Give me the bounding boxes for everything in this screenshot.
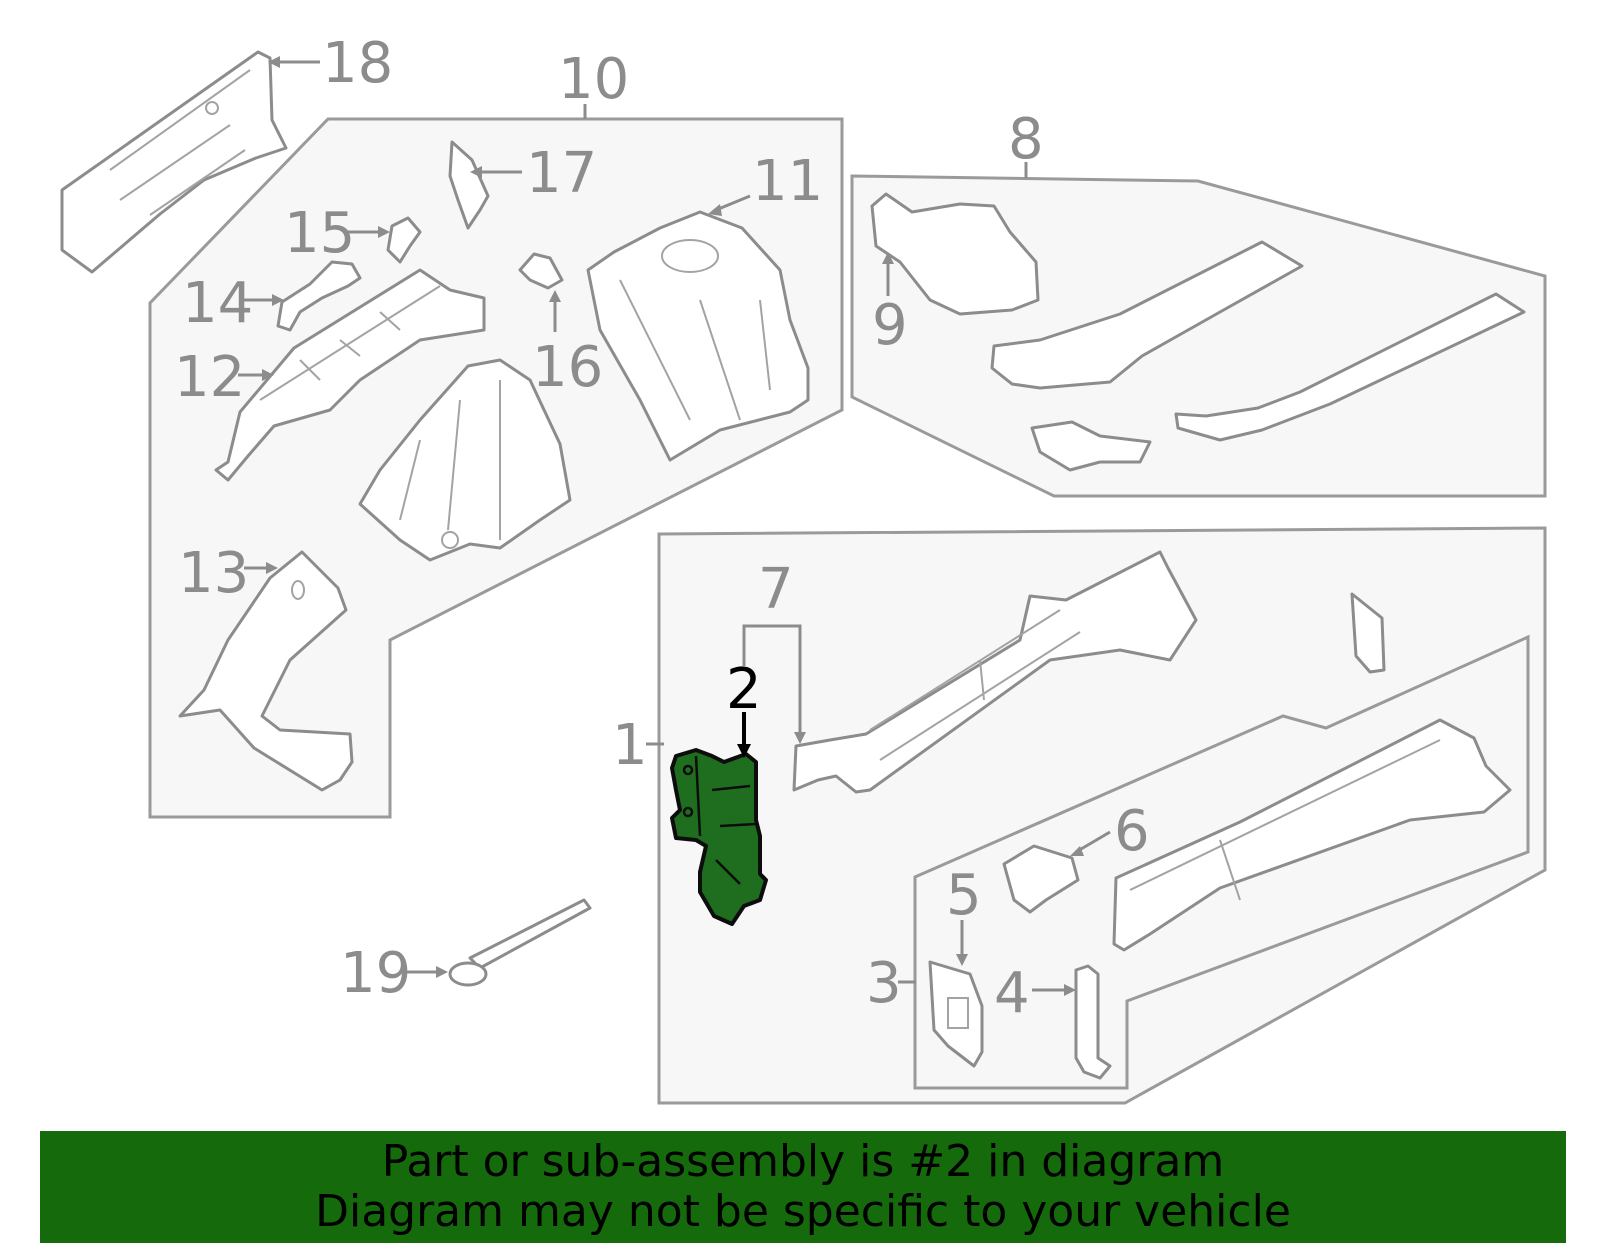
callout-16: 16 bbox=[532, 335, 603, 400]
group-8-rails bbox=[990, 240, 1526, 472]
callout-9: 9 bbox=[872, 293, 908, 358]
part-17-shape bbox=[448, 140, 490, 230]
callout-8: 8 bbox=[1008, 107, 1044, 172]
callout-5: 5 bbox=[946, 863, 982, 928]
wheelhouse-inner-shape bbox=[358, 358, 572, 562]
part-13-shape bbox=[178, 550, 354, 792]
callout-12: 12 bbox=[174, 345, 245, 410]
callout-17: 17 bbox=[526, 141, 597, 206]
info-banner: Part or sub-assembly is #2 in diagram Di… bbox=[40, 1131, 1566, 1243]
part-6-shape bbox=[1002, 844, 1080, 914]
part-3-shape bbox=[928, 960, 984, 1068]
callout-4: 4 bbox=[994, 961, 1030, 1026]
callout-19: 19 bbox=[340, 941, 411, 1006]
part-12-shape bbox=[214, 268, 486, 482]
callout-3: 3 bbox=[866, 951, 902, 1016]
callout-18: 18 bbox=[322, 31, 393, 96]
callout-13: 13 bbox=[178, 541, 249, 606]
part-7-shape bbox=[792, 550, 1198, 794]
banner-line-1: Part or sub-assembly is #2 in diagram bbox=[381, 1136, 1225, 1187]
callout-7: 7 bbox=[758, 557, 794, 622]
callout-1: 1 bbox=[612, 713, 648, 778]
part-19-shape bbox=[448, 898, 592, 987]
part-11-shape bbox=[586, 210, 810, 462]
part-9-shape bbox=[870, 192, 1040, 316]
part-14-shape bbox=[276, 260, 362, 332]
part-15-shape bbox=[386, 216, 422, 264]
callout-15: 15 bbox=[284, 201, 355, 266]
part-16-shape bbox=[518, 252, 564, 290]
part-2-highlight[interactable] bbox=[670, 748, 768, 926]
callout-6: 6 bbox=[1114, 799, 1150, 864]
callout-10: 10 bbox=[558, 47, 629, 112]
callout-11: 11 bbox=[752, 149, 823, 214]
banner-line-2: Diagram may not be specific to your vehi… bbox=[315, 1186, 1291, 1237]
small-bracket-shape bbox=[1350, 592, 1386, 674]
inner-rail-shape bbox=[1112, 718, 1512, 952]
leader-7 bbox=[742, 624, 802, 734]
part-18-shape bbox=[60, 50, 288, 274]
part-4-shape bbox=[1074, 964, 1112, 1080]
callout-14: 14 bbox=[182, 271, 253, 336]
callout-2: 2 bbox=[726, 657, 762, 722]
